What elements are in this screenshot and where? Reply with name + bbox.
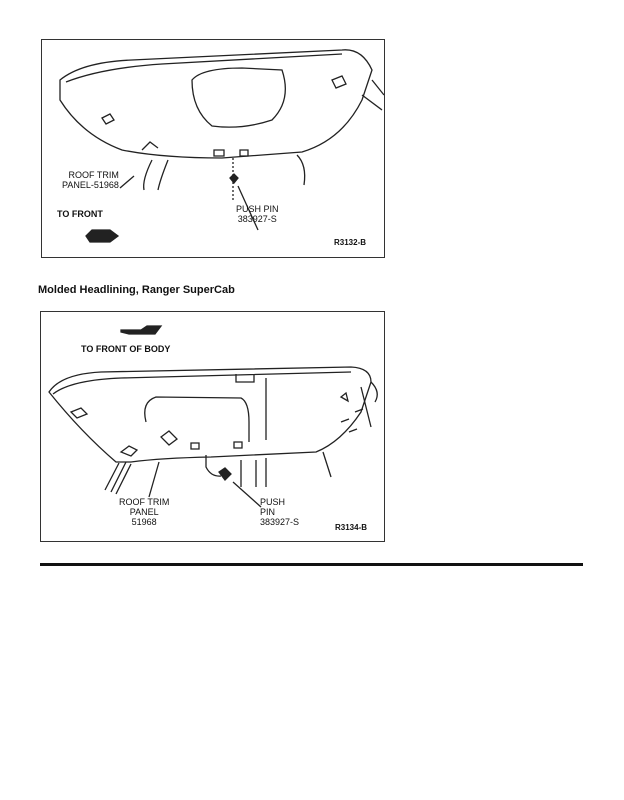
push-pin-label: PUSH PIN 383927-S bbox=[260, 497, 299, 527]
callout-line: PANEL-51968 bbox=[62, 180, 119, 190]
direction-label: TO FRONT bbox=[57, 209, 103, 219]
figure-roof-trim-panel: ROOF TRIM PANEL-51968 PUSH PIN 383927-S … bbox=[41, 39, 385, 258]
callout-line: 383927-S bbox=[237, 214, 277, 224]
direction-label: TO FRONT OF BODY bbox=[81, 344, 171, 354]
callout-line: PIN bbox=[260, 507, 276, 517]
roof-trim-panel-label: ROOF TRIM PANEL-51968 bbox=[62, 170, 119, 190]
horizontal-rule bbox=[40, 563, 583, 566]
figure-id: R3132-B bbox=[334, 238, 367, 247]
headliner-illustration-1 bbox=[59, 49, 384, 243]
callout-line: 51968 bbox=[131, 517, 157, 527]
roof-trim-panel-label: ROOF TRIM PANEL 51968 bbox=[119, 497, 169, 527]
figure-id: R3134-B bbox=[335, 523, 368, 532]
callout-line: 383927-S bbox=[260, 517, 300, 527]
figure-molded-headlining: TO FRONT OF BODY ROOF TRIM PANEL 51968 P… bbox=[40, 311, 385, 542]
callout-line: ROOF TRIM bbox=[119, 497, 170, 507]
callout-line: ROOF TRIM bbox=[68, 170, 119, 180]
callout-line: PUSH PIN bbox=[236, 204, 279, 214]
push-pin-label: PUSH PIN 383927-S bbox=[236, 204, 279, 224]
callout-line: PANEL bbox=[129, 507, 159, 517]
headliner-illustration-2 bbox=[48, 325, 378, 508]
callout-line: PUSH bbox=[260, 497, 286, 507]
figure-caption: Molded Headlining, Ranger SuperCab bbox=[38, 284, 235, 296]
